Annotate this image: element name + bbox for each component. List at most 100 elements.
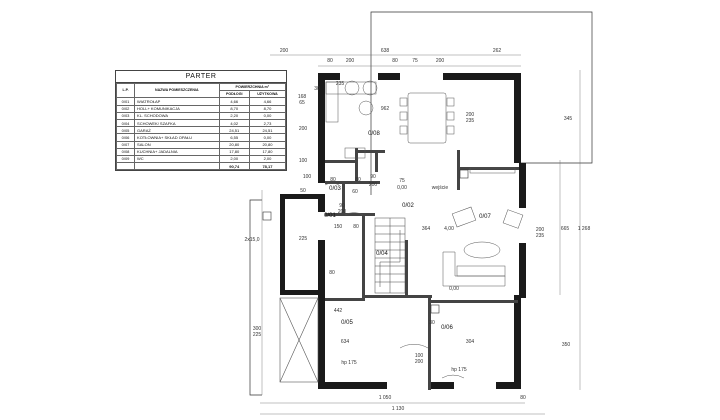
chimney-markers <box>262 169 469 314</box>
dimension-label: 75 <box>412 58 418 64</box>
schedule-total-floor: 90,74 <box>218 162 250 171</box>
dimension-label: 225 <box>299 236 308 242</box>
dimension-label: 80 <box>330 177 336 183</box>
schedule-cell-name: KL. SCHODOWA <box>134 111 220 120</box>
schedule-cell-usable: 8,70 <box>248 104 287 113</box>
dimension-label: 1 268 <box>578 226 591 232</box>
schedule-cell-name: WIATROŁAP <box>134 97 220 106</box>
dimension-label: 1 050 <box>379 395 392 401</box>
external-walls <box>280 73 526 389</box>
dimension-label: 200 <box>346 58 355 64</box>
dimension-label: 168 <box>298 94 307 100</box>
schedule-cell-floor: 4,66 <box>218 97 250 106</box>
header-usable: UŻYTKOWA <box>248 90 287 99</box>
dimension-label: 442 <box>334 308 343 314</box>
header-area: POWIERZCHNIA m² <box>218 82 287 92</box>
schedule-cell-lp: 0/08 <box>115 147 136 156</box>
dimension-label: 200 <box>536 227 545 233</box>
schedule-cell-lp: 0/02 <box>115 104 136 113</box>
staircase <box>374 217 406 294</box>
schedule-cell-name: HOLL+ KOMUNIKACJA <box>134 104 220 113</box>
schedule-cell-lp: 0/07 <box>115 140 136 149</box>
dimension-label: 235 <box>466 118 475 124</box>
dining-set <box>399 92 455 144</box>
room-label: 0/08 <box>368 131 380 137</box>
room-label: 0/06 <box>441 325 453 331</box>
dimension-label: 90 <box>370 174 376 180</box>
dimension-label: 80 <box>520 395 526 401</box>
dimension-label: 50 <box>300 188 306 194</box>
schedule-cell-lp: 0/01 <box>115 97 136 106</box>
dimension-label: hp 175 <box>451 367 467 373</box>
schedule-cell-usable: 0,00 <box>248 111 287 120</box>
dimension-label: 90 <box>339 203 345 209</box>
dimension-label: 200 <box>436 58 445 64</box>
room-label: 0/07 <box>479 214 491 220</box>
dimension-label: 634 <box>341 339 350 345</box>
schedule-cell-floor: 17,80 <box>218 147 250 156</box>
dimension-label: 100 <box>415 353 424 359</box>
living-room-furniture <box>442 167 524 287</box>
level-annotation: 0,00 <box>449 286 459 292</box>
door-swings <box>324 182 465 379</box>
schedule-total-usable: 78,17 <box>248 162 287 171</box>
dimension-label: 300 <box>253 326 262 332</box>
schedule-cell-lp: 0/09 <box>115 154 136 164</box>
dimension-label: 30 <box>314 86 320 92</box>
dimension-label: 200 <box>280 48 289 54</box>
dimension-label: 665 <box>561 226 570 232</box>
schedule-cell-name: KUCHNIA+ JADALNIA <box>134 147 220 156</box>
dimension-label: 100 <box>299 158 308 164</box>
internal-walls <box>325 148 519 390</box>
dimension-label: 4,00 <box>444 226 454 232</box>
dimension-label: 150 <box>334 224 343 230</box>
schedule-cell-lp: 0/06 <box>115 133 136 142</box>
dimension-label: 304 <box>466 339 475 345</box>
dimension-label: 80 <box>327 58 333 64</box>
dimension-label: 638 <box>381 48 390 54</box>
dimension-label: 364 <box>422 226 431 232</box>
room-label: 0/03 <box>329 186 341 192</box>
schedule-title: PARTER <box>116 71 286 83</box>
dimension-label: 200 <box>415 359 424 365</box>
dimension-label: 262 <box>493 48 502 54</box>
schedule-cell-floor: 20,80 <box>218 140 250 149</box>
room-label: 0/04 <box>376 251 388 257</box>
dimension-label: 80 <box>329 270 335 276</box>
schedule-cell-usable: 20,80 <box>248 140 287 149</box>
dimension-label: 2x15,0 <box>244 237 259 243</box>
dimension-label: 962 <box>381 106 390 112</box>
room-label: 0/05 <box>341 320 353 326</box>
dimension-label: 235 <box>536 233 545 239</box>
room-label: 0/01 <box>324 213 336 219</box>
dimension-label: 80 <box>355 177 361 183</box>
schedule-total-empty <box>134 162 220 171</box>
terrace-outline <box>249 11 593 396</box>
header-lp: L.P. <box>115 82 136 99</box>
schedule-cell-usable: 17,80 <box>248 147 287 156</box>
dimension-label: 345 <box>564 116 573 122</box>
level-annotation: wejście <box>432 185 449 191</box>
schedule-cell-floor: 24,51 <box>218 126 250 135</box>
schedule-cell-usable: 4,66 <box>248 97 287 106</box>
dimension-label: 235 <box>336 81 345 87</box>
dimension-label: 65 <box>299 100 305 106</box>
schedule-cell-floor: 8,70 <box>218 104 250 113</box>
schedule-cell-usable: 0,00 <box>248 133 287 142</box>
schedule-cell-usable: 2,00 <box>248 154 287 164</box>
dimension-label: 60 <box>352 189 358 195</box>
schedule-cell-usable: 2,73 <box>248 118 287 128</box>
dimension-label: 80 <box>392 58 398 64</box>
dimension-label: 200 <box>299 126 308 132</box>
dimension-label: 225 <box>253 332 262 338</box>
header-name: NAZWA POMIESZCZENIA <box>134 82 220 99</box>
dimension-label: 100 <box>303 174 312 180</box>
dimension-label: 200 <box>369 182 378 188</box>
